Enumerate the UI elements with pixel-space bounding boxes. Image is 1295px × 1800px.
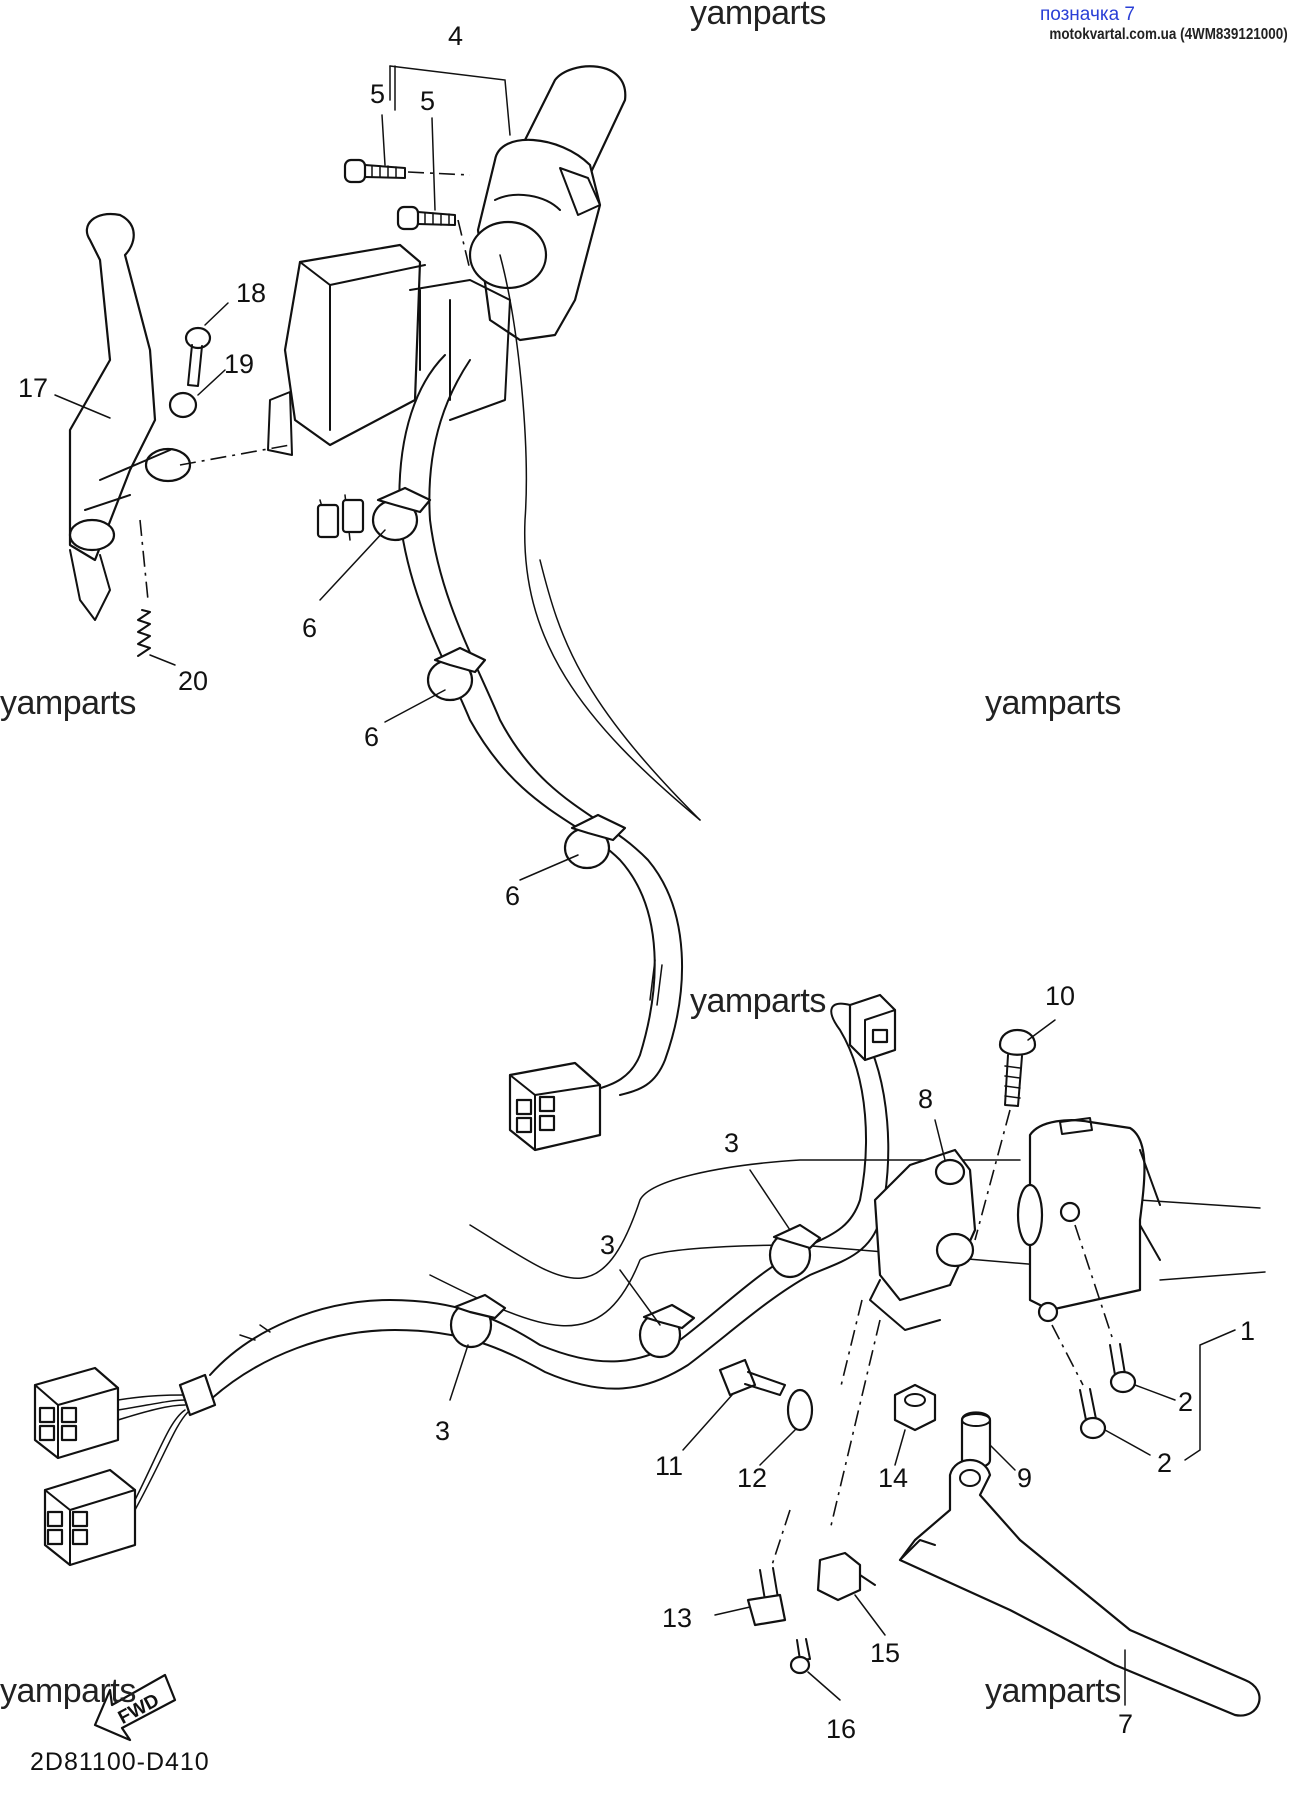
callout-5b: 5 <box>420 86 435 116</box>
bolt-11 <box>718 1358 786 1397</box>
callout-9: 9 <box>1017 1463 1032 1493</box>
callout-12: 12 <box>737 1463 767 1493</box>
cable-clamp-3b <box>638 1303 696 1359</box>
lever-bolt-18 <box>184 326 212 387</box>
watermark: yamparts <box>690 0 826 32</box>
lower-coupler-a <box>33 1366 120 1460</box>
callout-20: 20 <box>178 666 208 696</box>
callout-numbers: 4 5 5 18 19 17 20 6 6 6 10 8 3 3 3 3 1 2… <box>18 21 1255 1744</box>
switch-screw-5b <box>396 205 471 271</box>
right-lever-7 <box>898 1459 1261 1717</box>
front-brake-switch-15 <box>816 1551 876 1602</box>
callout-16: 16 <box>826 1714 856 1744</box>
header-label: позначка 7 <box>1039 4 1135 25</box>
screw-16 <box>789 1638 811 1675</box>
callout-19: 19 <box>224 349 254 379</box>
cable-clamp-6b <box>426 646 487 702</box>
lever-nut-19 <box>168 391 198 419</box>
washer-12 <box>786 1388 814 1432</box>
callout-11: 11 <box>655 1451 683 1481</box>
upper-harness <box>398 254 701 1096</box>
leader-lines <box>54 65 1236 1706</box>
callout-3a: 3 <box>724 1128 739 1158</box>
small-coupler <box>848 993 897 1062</box>
switch-screw-5a <box>343 158 471 184</box>
watermark: yamparts <box>985 1672 1121 1710</box>
bar-outline-upper <box>539 559 701 821</box>
callout-18: 18 <box>236 278 266 308</box>
cable-clamp-3c <box>768 1223 822 1279</box>
wire-loom <box>117 1373 217 1511</box>
callout-5a: 5 <box>370 79 385 109</box>
pivot-bolt-10 <box>974 1029 1037 1241</box>
watermark: yamparts <box>690 982 826 1020</box>
callout-10: 10 <box>1045 981 1075 1011</box>
lower-harness <box>209 1002 890 1401</box>
cable-clamp-3a <box>449 1293 507 1349</box>
callout-1: 1 <box>1240 1316 1255 1346</box>
lever-holder <box>829 1148 977 1531</box>
cable-clamp-6a <box>371 486 432 542</box>
callout-2b: 2 <box>1157 1448 1172 1478</box>
cable-clamp-6c <box>563 813 627 870</box>
diagram-code: 2D81100-D410 <box>30 1748 210 1776</box>
nut-14 <box>893 1383 937 1432</box>
callout-6a: 6 <box>302 613 317 643</box>
housing-screw-2a <box>1074 1224 1137 1394</box>
screw-13 <box>746 1509 791 1627</box>
upper-coupler <box>508 1061 602 1152</box>
header-source: motokvartal.com.ua (4WM839121000) <box>1049 26 1288 43</box>
callout-3c: 3 <box>435 1416 450 1446</box>
callout-6b: 6 <box>364 722 379 752</box>
right-grip-switch <box>468 65 627 342</box>
callout-15: 15 <box>870 1638 900 1668</box>
callout-4: 4 <box>448 21 463 51</box>
lever-spring-20 <box>137 519 151 657</box>
connector-box <box>267 243 511 541</box>
callout-14: 14 <box>878 1463 908 1493</box>
handlebar-lower <box>429 1159 1266 1327</box>
callout-6c: 6 <box>505 881 520 911</box>
callout-7: 7 <box>1118 1709 1133 1739</box>
watermark: yamparts <box>985 684 1121 722</box>
callout-3b: 3 <box>600 1230 615 1260</box>
lower-coupler-b <box>43 1468 137 1567</box>
housing-screw-2b <box>1051 1324 1107 1440</box>
left-lever <box>68 212 291 621</box>
callout-2a: 2 <box>1178 1387 1193 1417</box>
callout-13: 13 <box>662 1603 692 1633</box>
callout-8: 8 <box>918 1084 933 1114</box>
left-switch-housing <box>1016 1117 1161 1323</box>
watermark: yamparts <box>0 1672 136 1710</box>
callout-17: 17 <box>18 373 48 403</box>
watermark: yamparts <box>0 684 136 722</box>
